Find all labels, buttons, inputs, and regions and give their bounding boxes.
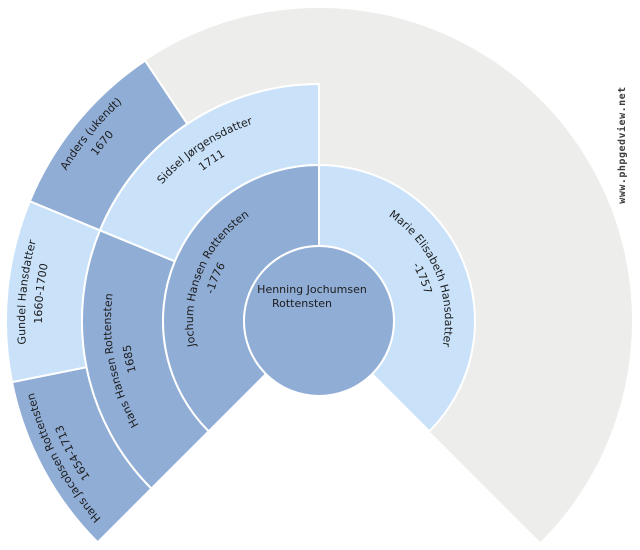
segment-unknown-ancestors [145,7,633,543]
grandfather-dates-label: 1685 [121,344,139,374]
grandfather-dates: 1685 [121,344,139,374]
center-person-name-line1: Henning Jochumsen [257,283,367,296]
segment-center-person[interactable] [243,245,395,397]
watermark: www.phpgedview.net [616,86,628,203]
center-person-name-line2: Rottensten [272,297,332,310]
